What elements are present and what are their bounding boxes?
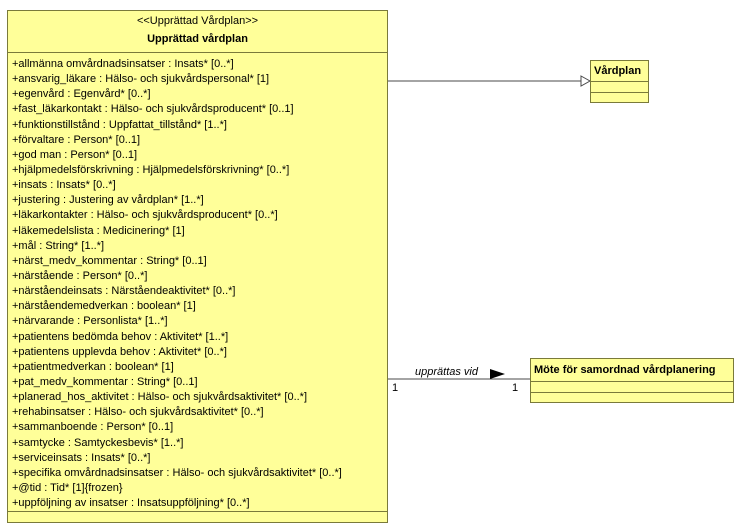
attribute-row: +@tid : Tid* [1]{frozen}	[12, 481, 123, 494]
attribute-row: +ansvarig_läkare : Hälso- och sjukvårdsp…	[12, 73, 270, 86]
class-name: Upprättad vårdplan	[147, 33, 248, 45]
attribute-compartment	[531, 382, 733, 393]
attribute-compartment	[591, 82, 648, 93]
attribute-row: +planerad_hos_aktivitet : Hälso- och sju…	[12, 391, 308, 404]
generalization-arrowhead	[580, 75, 592, 87]
class-upprattad-vardplan[interactable]: <<Upprättad Vårdplan>> Upprättad vårdpla…	[7, 10, 388, 523]
attribute-row: +närståendemedverkan : boolean* [1]	[12, 300, 196, 313]
attribute-row: +allmänna omvårdnadsinsatser : Insats* […	[12, 58, 234, 70]
class-name: Vårdplan	[591, 61, 648, 82]
source-multiplicity: 1	[392, 382, 399, 394]
class-vardplan[interactable]: Vårdplan	[590, 60, 649, 103]
attribute-row: +patientmedverkan : boolean* [1]	[12, 360, 174, 373]
operation-compartment	[8, 511, 387, 512]
attribute-row: +patientens upplevda behov : Aktivitet* …	[12, 345, 227, 358]
attribute-row: +pat_medv_kommentar : String* [0..1]	[12, 375, 198, 388]
attribute-row: +närst_medv_kommentar : String* [0..1]	[12, 254, 207, 267]
attribute-row: +serviceinsats : Insats* [0..*]	[12, 451, 151, 464]
attribute-row: +fast_läkarkontakt : Hälso- och sjukvård…	[12, 103, 294, 116]
attribute-row: +patientens bedömda behov : Aktivitet* […	[12, 330, 229, 343]
association-role-label: upprättas vid	[415, 366, 478, 378]
attribute-row: +sammanboende : Person* [0..1]	[12, 421, 174, 434]
attribute-row: +mål : String* [1..*]	[12, 239, 105, 252]
attribute-row: +insats : Insats* [0..*]	[12, 179, 116, 192]
attribute-row: +egenvård : Egenvård* [0..*]	[12, 88, 151, 101]
target-multiplicity: 1	[512, 382, 519, 394]
attribute-row: +närvarande : Personlista* [1..*]	[12, 315, 168, 328]
class-name: Möte för samordnad vårdplanering	[531, 359, 733, 382]
attribute-row: +justering : Justering av vårdplan* [1..…	[12, 194, 204, 207]
attribute-compartment: +allmänna omvårdnadsinsatser : Insats* […	[8, 53, 387, 511]
class-header: <<Upprättad Vårdplan>> Upprättad vårdpla…	[8, 11, 387, 53]
attribute-row: +läkemedelslista : Medicinering* [1]	[12, 224, 185, 237]
attribute-row: +funktionstillstånd : Uppfattat_tillstån…	[12, 118, 227, 131]
attribute-row: +förvaltare : Person* [0..1]	[12, 133, 141, 146]
attribute-row: +läkarkontakter : Hälso- och sjukvårdspr…	[12, 209, 278, 222]
attribute-row: +specifika omvårdnadsinsatser : Hälso- o…	[12, 466, 342, 479]
class-mote-for-samordnad-vardplanering[interactable]: Möte för samordnad vårdplanering	[530, 358, 734, 403]
class-stereotype: <<Upprättad Vårdplan>>	[136, 15, 259, 27]
operation-compartment	[531, 393, 733, 403]
operation-compartment	[591, 93, 648, 103]
attribute-row: +samtycke : Samtyckesbevis* [1..*]	[12, 436, 184, 449]
attribute-row: +uppföljning av insatser : Insatsuppfölj…	[12, 497, 250, 510]
attribute-row: +närståendeinsats : Närståendeaktivitet*…	[12, 285, 236, 298]
attribute-row: +närstående : Person* [0..*]	[12, 269, 148, 282]
association-direction-arrow	[490, 369, 505, 379]
attribute-row: +god man : Person* [0..1]	[12, 148, 138, 161]
attribute-row: +hjälpmedelsförskrivning : Hjälpmedelsfö…	[12, 163, 290, 176]
attribute-row: +rehabinsatser : Hälso- och sjukvårdsakt…	[12, 406, 264, 419]
